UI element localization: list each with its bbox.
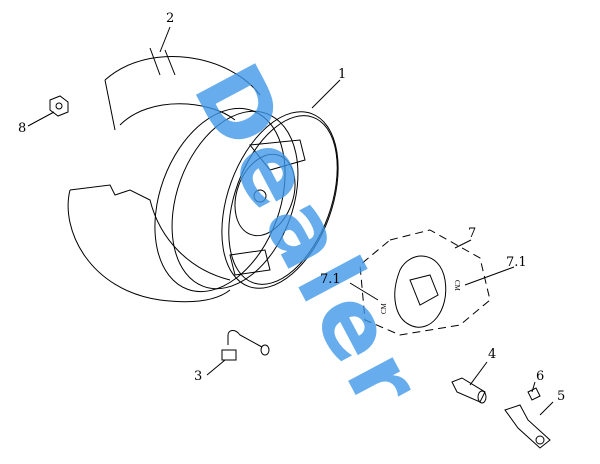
tire-drawing xyxy=(67,47,261,303)
valve-drawing xyxy=(221,330,270,361)
callout-6: 6 xyxy=(536,369,545,384)
brake-shoe-drawing: CM CM xyxy=(359,229,491,336)
callout-7-1-left: 7.1 xyxy=(320,272,341,287)
callout-1: 1 xyxy=(338,67,347,82)
rim-drawing xyxy=(154,107,339,293)
svg-text:CM: CM xyxy=(453,280,461,292)
callout-4: 4 xyxy=(488,347,497,362)
callout-2: 2 xyxy=(166,11,175,26)
callout-5: 5 xyxy=(557,389,566,404)
brake-arm-drawing xyxy=(504,387,551,449)
callout-7: 7 xyxy=(468,226,477,241)
callout-3: 3 xyxy=(194,369,203,384)
callout-8: 8 xyxy=(18,121,27,136)
nut-drawing xyxy=(49,95,69,117)
leader-lines xyxy=(27,26,554,416)
brake-cam-drawing xyxy=(451,377,487,404)
callout-7-1-right: 7.1 xyxy=(506,255,527,270)
svg-text:CM: CM xyxy=(380,302,388,314)
